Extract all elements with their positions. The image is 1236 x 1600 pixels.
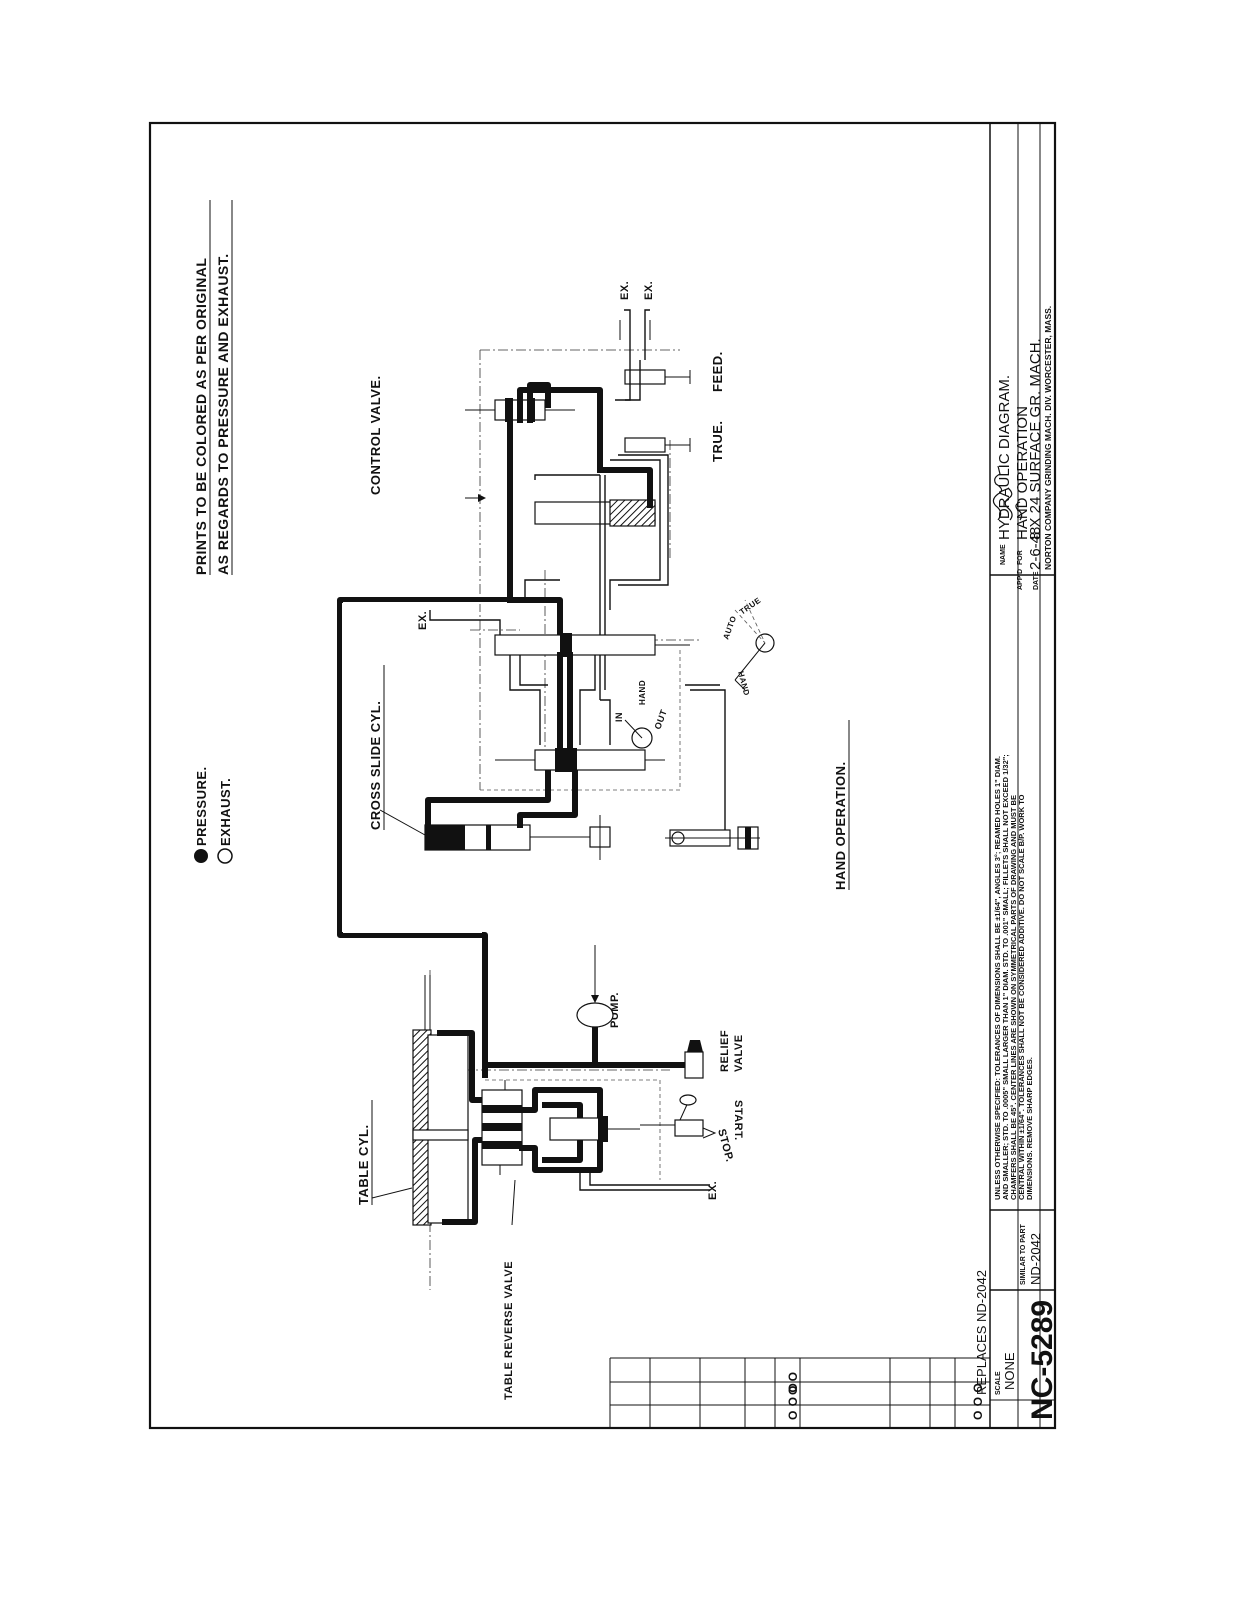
label-auto-lever: AUTO bbox=[721, 615, 738, 641]
revision-marks-a: O O O bbox=[786, 1383, 800, 1420]
color-note-2: AS REGARDS TO PRESSURE AND EXHAUST. bbox=[215, 253, 231, 575]
legend-pressure: PRESSURE. bbox=[194, 766, 209, 846]
drawing-date: 2-6-48 bbox=[1027, 527, 1044, 570]
scale-value: NONE bbox=[1002, 1352, 1017, 1390]
table-cylinder bbox=[412, 975, 469, 1226]
similar-label: SIMILAR TO PART bbox=[1020, 1223, 1027, 1285]
label-true: TRUE. bbox=[710, 421, 725, 463]
label-control-valve: CONTROL VALVE. bbox=[368, 375, 383, 495]
note-line-3: CHAMFERS SHALL BE 45°. CENTER LINES ARE … bbox=[1009, 795, 1018, 1200]
revision-marks-c: O O O bbox=[971, 1383, 985, 1420]
component-labels: CONTROL VALVE. CROSS SLIDE CYL. HAND OPE… bbox=[356, 281, 850, 1400]
name-label: NAME bbox=[1000, 544, 1007, 565]
label-in: IN bbox=[614, 712, 624, 722]
label-out: OUT bbox=[652, 708, 668, 731]
company-name: NORTON COMPANY GRINDING MACH. DIV. WORCE… bbox=[1043, 306, 1053, 570]
label-table-reverse-valve: TABLE REVERSE VALVE bbox=[503, 1261, 515, 1400]
label-ex-cross: EX. bbox=[417, 611, 429, 630]
label-cross-slide-cyl: CROSS SLIDE CYL. bbox=[368, 701, 383, 830]
replaces-text: REPLACES ND-2042 bbox=[974, 1270, 989, 1395]
note-line-4: CENTRAL WITHIN ±1/64". TOLERANCES SHALL … bbox=[1017, 794, 1026, 1200]
relief-valve bbox=[684, 1040, 704, 1079]
legend-exhaust: EXHAUST. bbox=[218, 778, 233, 846]
table-reverse-valve bbox=[481, 1080, 710, 1191]
cross-slide-valve bbox=[494, 633, 690, 772]
for-label: FOR bbox=[1017, 550, 1024, 565]
label-hand-valve: HAND bbox=[638, 680, 647, 705]
note-line-1: UNLESS OTHERWISE SPECIFIED: TOLERANCES O… bbox=[993, 756, 1002, 1200]
label-hand-operation: HAND OPERATION. bbox=[833, 761, 848, 890]
control-valve bbox=[465, 369, 691, 527]
revision-grid bbox=[609, 1357, 990, 1428]
title-block: NAME HYDRAULIC DIAGRAM. FOR HAND OPERATI… bbox=[974, 306, 1059, 1420]
label-relief: RELIEF bbox=[719, 1030, 731, 1072]
start-stop-lever bbox=[640, 1094, 717, 1139]
legend: PRESSURE. EXHAUST. PRINTS TO BE COLORED … bbox=[193, 200, 233, 864]
general-notes: UNLESS OTHERWISE SPECIFIED: TOLERANCES O… bbox=[993, 754, 1034, 1200]
label-table-cyl: TABLE CYL. bbox=[356, 1124, 371, 1205]
for-line-2: 8 X 24 SURFACE GR. MACH. bbox=[1027, 338, 1044, 540]
sheet-border bbox=[148, 121, 1057, 1430]
hand-lever bbox=[665, 599, 775, 850]
pump bbox=[482, 945, 693, 1068]
label-feed: FEED. bbox=[710, 351, 725, 392]
exhaust-swatch bbox=[217, 848, 233, 864]
signature-drawn bbox=[992, 465, 1023, 521]
drawing-number: NC-5289 bbox=[1026, 1300, 1059, 1420]
date-label: DATE bbox=[1033, 571, 1040, 590]
note-line-2: AND SMALLER; STD. TO .0005" SMALL LARGER… bbox=[1001, 754, 1010, 1200]
revision-marks-b: O O bbox=[786, 1371, 800, 1395]
label-true-lever: TRUE bbox=[738, 596, 763, 617]
label-start: START. bbox=[732, 1100, 744, 1141]
color-note-1: PRINTS TO BE COLORED AS PER ORIGINAL bbox=[193, 258, 209, 575]
title-strip bbox=[989, 123, 1055, 1428]
label-ex-top-2: EX. bbox=[643, 281, 655, 300]
pressure-swatch bbox=[194, 849, 208, 863]
similar-part: ND-2042 bbox=[1028, 1233, 1043, 1285]
for-line-1: HAND OPERATION bbox=[1014, 406, 1031, 540]
label-ex-top-1: EX. bbox=[619, 281, 631, 300]
drawing-name: HYDRAULIC DIAGRAM. bbox=[996, 375, 1013, 540]
cross-slide-cylinder bbox=[424, 815, 611, 860]
note-line-5: DIMENSIONS. REMOVE SHARP EDGES. bbox=[1025, 1057, 1034, 1200]
label-valve: VALVE bbox=[733, 1034, 745, 1072]
appd-label: APP'D bbox=[1017, 569, 1024, 590]
scale-label: SCALE bbox=[995, 1371, 1002, 1395]
hydraulic-circuit bbox=[337, 309, 775, 1290]
